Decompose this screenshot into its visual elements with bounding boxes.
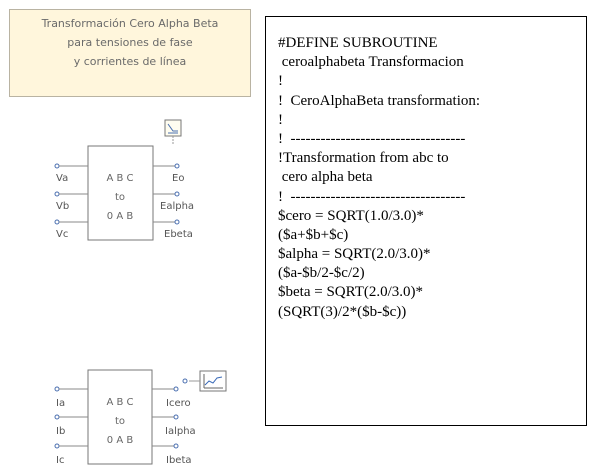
code-line: cero alpha beta [278, 169, 373, 186]
current-block[interactable]: A B C to 0 A B Ia Ib Ic Icero [54, 369, 227, 466]
block-label-abc: A B C [106, 397, 133, 408]
block-label-to: to [115, 416, 125, 427]
current-block-body[interactable] [87, 369, 153, 465]
input-port-ib[interactable]: Ib [54, 414, 88, 437]
note-line: Transformación Cero Alpha Beta [41, 17, 219, 30]
code-line: (SQRT(3)/2*($b-$c)) [278, 303, 407, 320]
block-diagram: A B C to 0 A B Va Vb Vc Eo Ealpha [54, 119, 227, 466]
graph-icon[interactable] [199, 370, 227, 392]
block-label-to: to [115, 192, 125, 203]
code-line: ($a-$b/2-$c/2) [278, 265, 365, 282]
code-line: ! [278, 73, 283, 90]
input-port-vc[interactable]: Vc [54, 219, 88, 240]
port-label: Ealpha [160, 201, 194, 212]
port-label: Ialpha [165, 426, 196, 437]
port-label: Vc [56, 229, 68, 240]
block-label-0ab: 0 A B [107, 435, 134, 446]
code-line: !Transformation from abc to [278, 150, 449, 167]
code-line: $beta = SQRT(2.0/3.0)* [278, 284, 424, 301]
input-port-va[interactable]: Va [54, 163, 88, 184]
output-port-ebeta[interactable]: Ebeta [153, 219, 193, 240]
input-port-vb[interactable]: Vb [54, 191, 88, 212]
code-line: ! ----------------------------------- [278, 130, 466, 147]
code-line: $alpha = SQRT(2.0/3.0)* [278, 246, 431, 263]
comment-note: Transformación Cero Alpha Beta para tens… [9, 9, 251, 97]
code-line: ! CeroAlphaBeta transformation: [278, 92, 481, 109]
note-line: y corrientes de línea [73, 55, 187, 68]
port-label: Ic [56, 455, 64, 466]
output-port-ialpha[interactable]: Ialpha [152, 414, 196, 437]
output-port-icero[interactable]: Icero [152, 378, 191, 409]
output-port-ealpha[interactable]: Ealpha [153, 191, 194, 212]
display-icon[interactable] [164, 119, 182, 137]
subroutine-code-box: #DEFINE SUBROUTINE ceroalphabeta Transfo… [265, 16, 587, 426]
code-line: ! ----------------------------------- [278, 188, 466, 205]
port-label: Ia [56, 398, 65, 409]
port-label: Ebeta [164, 229, 193, 240]
code-line: ceroalphabeta Transformacion [278, 54, 464, 71]
port-label: Vb [56, 201, 69, 212]
port-label: Eo [172, 173, 184, 184]
code-line: #DEFINE SUBROUTINE [278, 35, 438, 51]
voltage-block-body[interactable] [87, 145, 154, 241]
code-line: ! [278, 111, 283, 128]
code-line: ($a+$b+$c) [278, 226, 349, 243]
input-port-ia[interactable]: Ia [54, 386, 88, 409]
block-label-abc: A B C [106, 173, 133, 184]
block-label-0ab: 0 A B [107, 211, 134, 222]
output-port-eo[interactable]: Eo [153, 163, 184, 184]
port-label: Icero [166, 398, 191, 409]
input-port-ic[interactable]: Ic [54, 443, 88, 466]
code-line: $cero = SQRT(1.0/3.0)* [278, 207, 424, 224]
port-label: Va [56, 173, 68, 184]
port-label: Ibeta [166, 455, 192, 466]
output-port-ibeta[interactable]: Ibeta [152, 443, 192, 466]
voltage-block[interactable]: A B C to 0 A B Va Vb Vc Eo Ealpha [54, 119, 194, 241]
note-line: para tensiones de fase [67, 36, 193, 49]
port-label: Ib [56, 426, 65, 437]
